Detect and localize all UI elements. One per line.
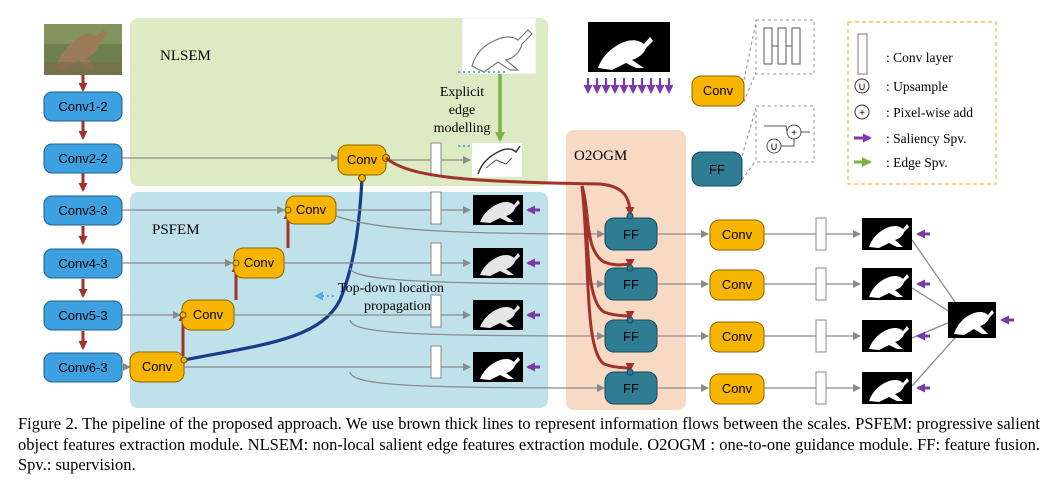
final-saliency-map	[948, 302, 996, 338]
svg-text:: Conv layer: : Conv layer	[886, 50, 953, 65]
svg-text:Conv1-2: Conv1-2	[58, 99, 107, 114]
psfem-label: PSFEM	[152, 222, 200, 238]
saliency-map-psfem-5	[473, 300, 523, 330]
o2ogm-label: O2OGM	[574, 148, 627, 164]
backbone-block-conv2-2: Conv2-2	[43, 143, 123, 174]
nlsem-region	[130, 18, 548, 186]
saliency-map-psfem-6	[473, 352, 523, 382]
svg-text:Conv4-3: Conv4-3	[58, 256, 107, 271]
svg-text:Conv: Conv	[142, 359, 173, 374]
svg-text:: Pixel-wise add: : Pixel-wise add	[886, 105, 973, 120]
legend-saliency-spv: : Saliency Spv.	[854, 131, 967, 146]
topdown-label-line1: Top-down location	[338, 281, 444, 296]
edge-modelling-line3: modelling	[434, 121, 491, 136]
svg-text:Conv: Conv	[722, 277, 753, 292]
legend-pixel-add: + : Pixel-wise add	[854, 104, 973, 120]
saliency-map-output-3	[862, 320, 912, 352]
edge-modelling-line2: edge	[449, 103, 475, 118]
backbone-block-conv5-3: Conv5-3	[43, 300, 123, 331]
topdown-label-line2: propagation	[364, 299, 431, 314]
backbone-connectors	[122, 154, 339, 371]
svg-text:FF: FF	[709, 162, 725, 177]
backbone-block-conv1-2: Conv1-2	[43, 91, 123, 122]
backbone-block-conv4-3: Conv4-3	[43, 248, 123, 279]
ff-explanation: FF U +	[691, 105, 815, 187]
svg-text:+: +	[859, 108, 865, 119]
svg-text:U: U	[859, 82, 866, 92]
psfem-saliency-supervision	[526, 205, 540, 372]
junction-dots	[179, 154, 390, 364]
svg-text:Conv: Conv	[722, 329, 753, 344]
backbone: Conv1-2 Conv2-2 Conv3-3 Conv4-3 Conv5-3 …	[43, 91, 123, 383]
saliency-ground-truth-image	[588, 22, 670, 72]
saliency-map-output-2	[862, 268, 912, 300]
svg-text:Conv2-2: Conv2-2	[58, 151, 107, 166]
topdown-location-flow	[183, 177, 364, 362]
output-saliency-maps	[862, 218, 912, 404]
edge-modelling-line1: Explicit	[440, 85, 484, 100]
ff-input-dots	[626, 212, 634, 376]
svg-text:: Saliency Spv.: : Saliency Spv.	[886, 131, 967, 146]
conv-block-psfem-5: Conv	[181, 299, 235, 331]
edge-feature-map	[472, 143, 522, 177]
edge-ground-truth-image	[461, 17, 537, 75]
svg-text:Conv: Conv	[296, 202, 327, 217]
conv-explanation: Conv	[691, 19, 815, 107]
nlsem-label: NLSEM	[160, 48, 211, 64]
ff-block-1: FF	[604, 217, 658, 251]
svg-text:FF: FF	[623, 277, 639, 292]
saliency-map-output-4	[862, 372, 912, 404]
conv-layer-bars-middle	[430, 142, 442, 379]
figure-caption: Figure 2. The pipeline of the proposed a…	[18, 414, 1040, 474]
ff-block-2: FF	[604, 267, 658, 301]
gt-supervision-arrows	[583, 78, 674, 94]
o2ogm-outputs	[657, 230, 963, 392]
legend-conv-layer: : Conv layer	[857, 33, 953, 75]
svg-text:Conv5-3: Conv5-3	[58, 308, 107, 323]
output-conv-blocks: Conv Conv Conv Conv	[709, 219, 765, 405]
saliency-map-psfem-3	[473, 195, 523, 225]
input-image	[44, 24, 122, 75]
ff-block-4: FF	[604, 371, 658, 405]
conv-block-psfem-3: Conv	[285, 195, 337, 225]
legend: : Conv layer U : Upsample + : Pixel-wise…	[847, 21, 997, 185]
output-conv-3: Conv	[709, 321, 765, 353]
svg-text:FF: FF	[623, 329, 639, 344]
svg-text:FF: FF	[623, 227, 639, 242]
pipeline-diagram: NLSEM PSFEM O2OGM Conv1-2 Conv2-2 Conv3-…	[43, 17, 1014, 410]
legend-upsample: U : Upsample	[854, 78, 948, 94]
svg-text:Conv: Conv	[244, 255, 275, 270]
conv-block-nlsem: Conv	[337, 144, 387, 176]
output-conv-4: Conv	[709, 373, 765, 405]
saliency-map-output-1	[862, 218, 912, 250]
svg-text:: Upsample: : Upsample	[886, 79, 948, 94]
output-conv-2: Conv	[709, 269, 765, 301]
svg-text:Conv: Conv	[722, 227, 753, 242]
svg-text:Conv: Conv	[722, 381, 753, 396]
saliency-map-psfem-4	[473, 248, 523, 278]
svg-text:+: +	[791, 128, 797, 139]
edge-guidance-flow	[385, 156, 635, 372]
conv-layer-bars-output	[815, 217, 827, 405]
output-saliency-supervision	[916, 229, 930, 393]
legend-edge-spv: : Edge Spv.	[854, 155, 948, 170]
output-conv-1: Conv	[709, 219, 765, 251]
svg-text:Conv6-3: Conv6-3	[58, 360, 107, 375]
backbone-block-conv3-3: Conv3-3	[43, 195, 123, 226]
svg-text:Conv: Conv	[703, 83, 734, 98]
backbone-block-conv6-3: Conv6-3	[43, 352, 123, 383]
conv-block-psfem-6: Conv	[129, 351, 185, 383]
svg-text:Conv3-3: Conv3-3	[58, 203, 107, 218]
ff-block-3: FF	[604, 319, 658, 353]
svg-text:Conv: Conv	[347, 152, 378, 167]
conv-block-psfem-4: Conv	[233, 247, 285, 279]
svg-text:: Edge Spv.: : Edge Spv.	[886, 155, 948, 170]
psfem-outputs	[184, 156, 605, 392]
psfem-saliency-maps	[473, 195, 523, 382]
svg-text:FF: FF	[623, 381, 639, 396]
svg-text:Conv: Conv	[193, 307, 224, 322]
svg-text:U: U	[771, 142, 778, 152]
